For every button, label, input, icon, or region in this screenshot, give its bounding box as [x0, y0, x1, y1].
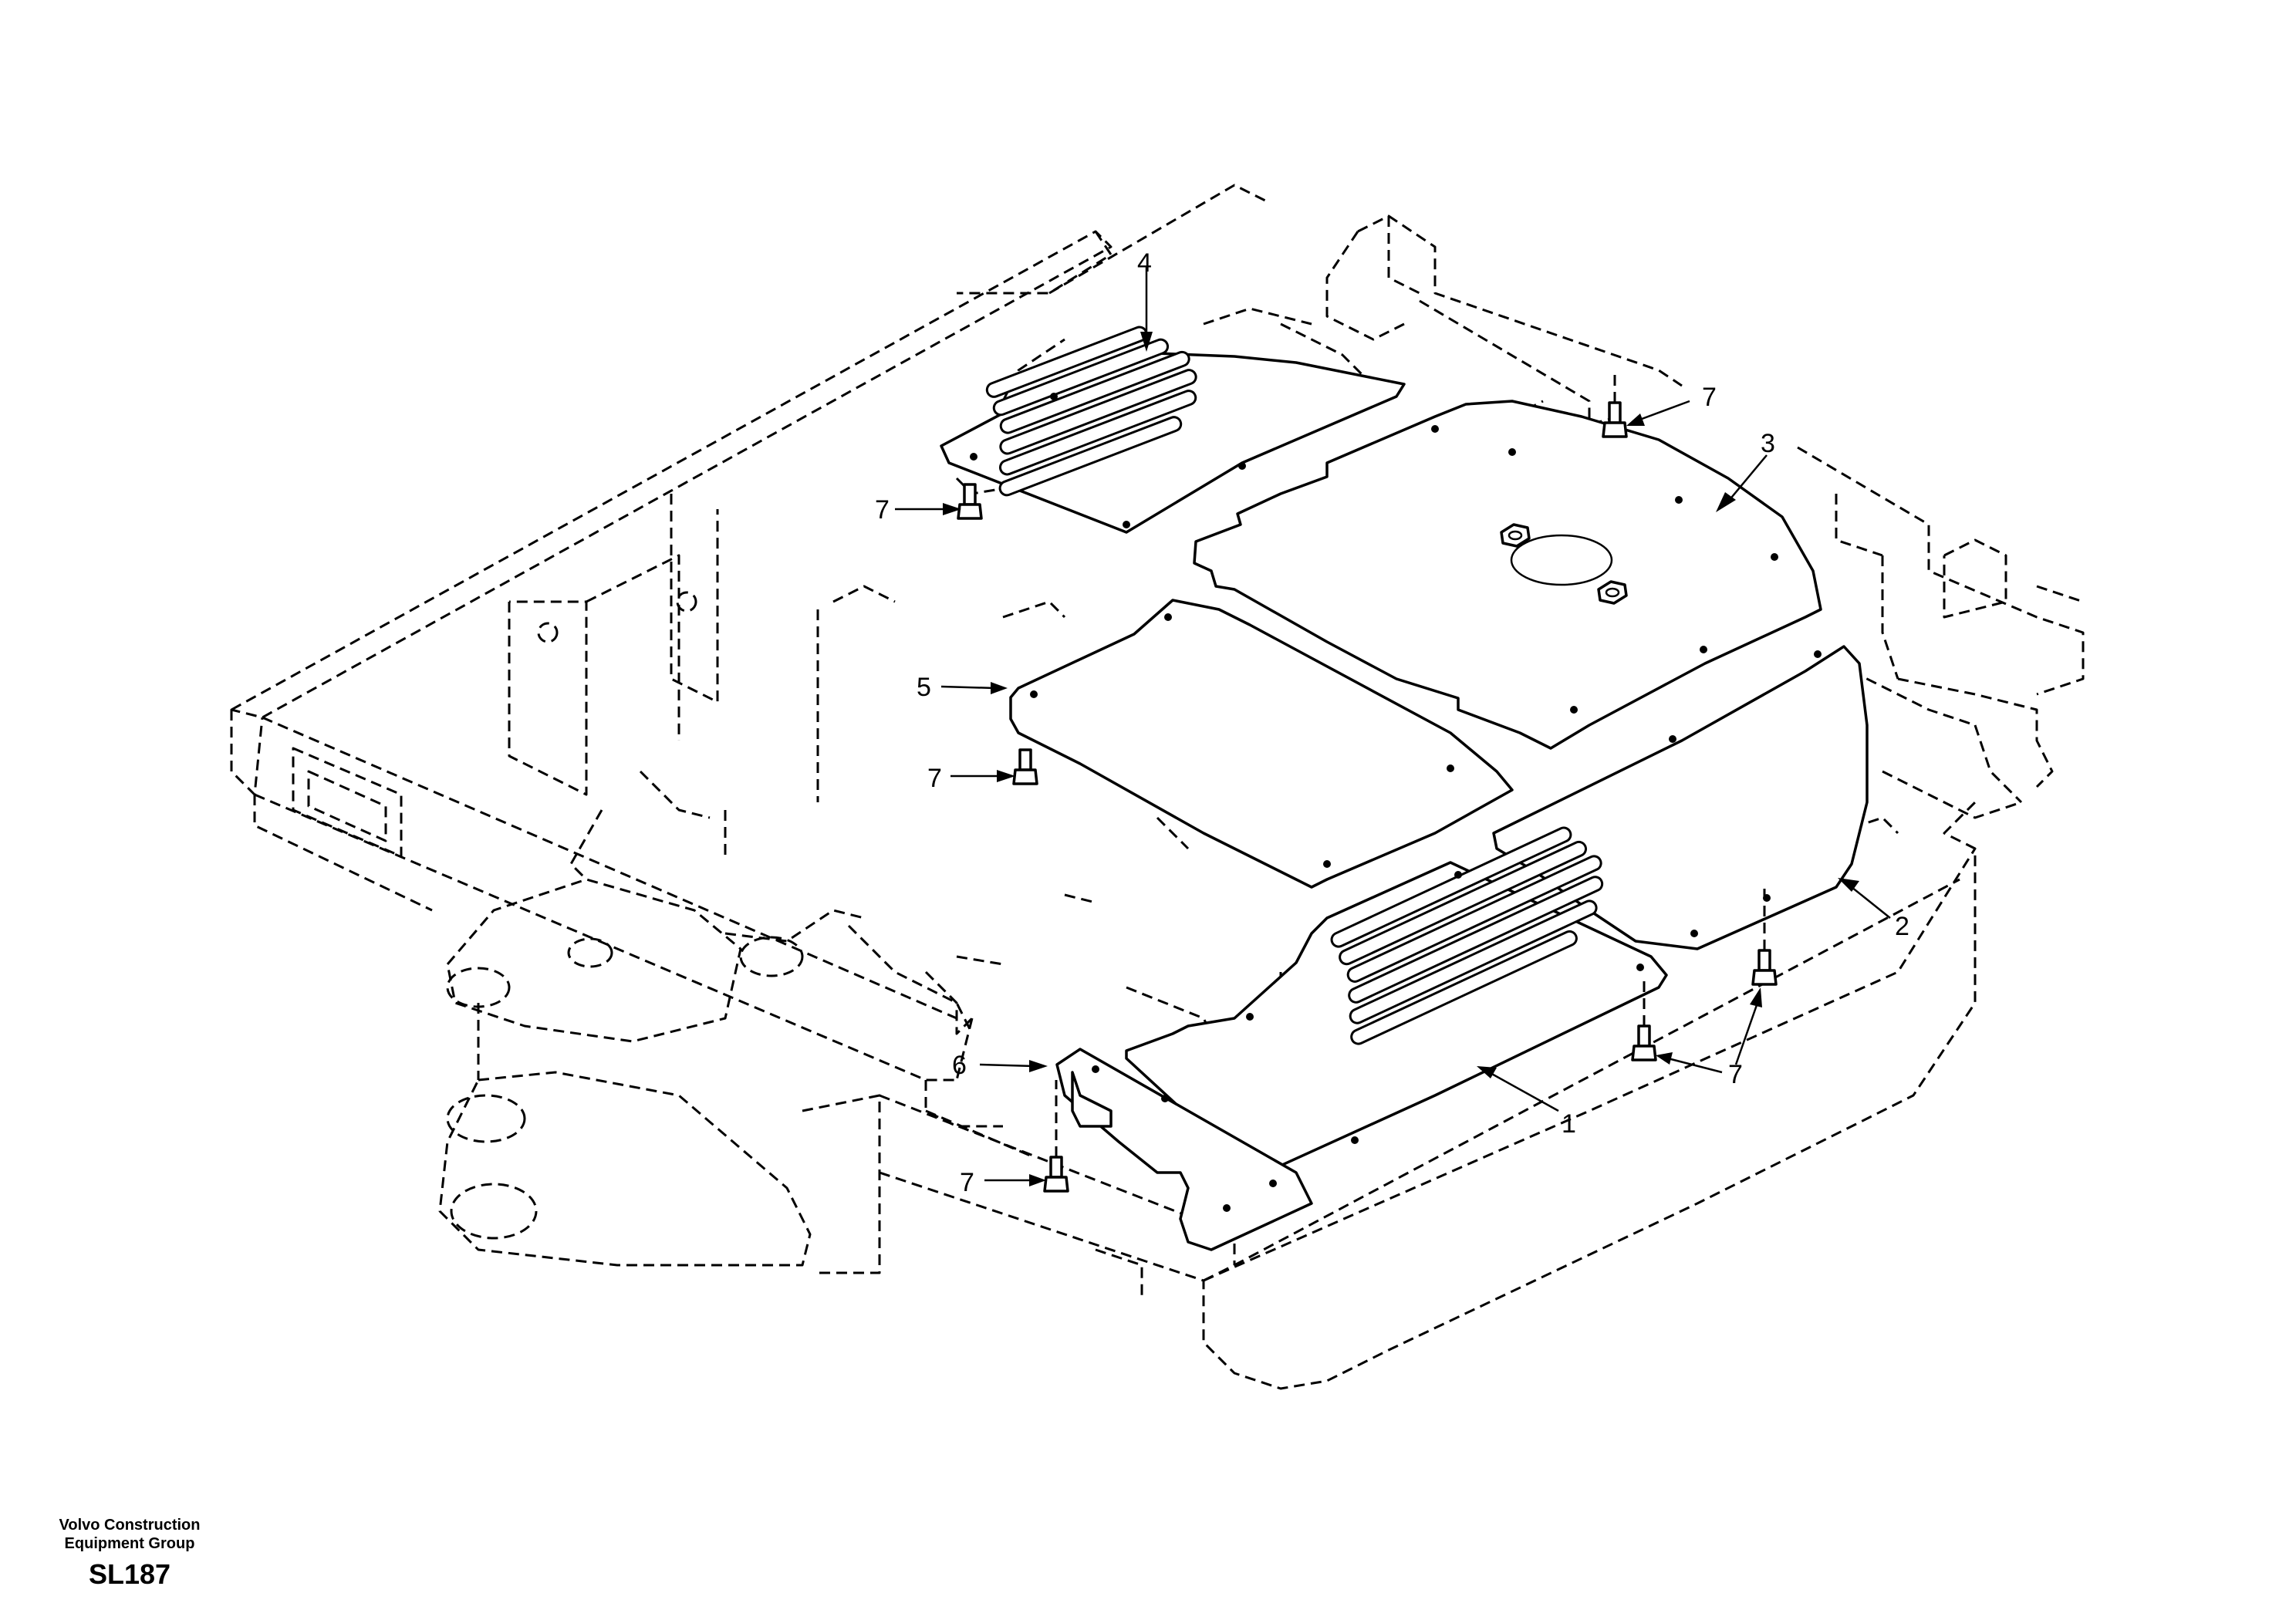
- callout-3: 3: [1761, 429, 1775, 458]
- drawing-code: SL187: [88, 1558, 171, 1590]
- bolt-3: [1012, 748, 1038, 785]
- bolt-2: [1602, 401, 1628, 438]
- callout-7: 7: [960, 1168, 974, 1197]
- bolt-1: [957, 483, 983, 520]
- bolt-5: [1631, 1024, 1657, 1061]
- part-4-grille-cover: [940, 326, 1406, 534]
- callout-6: 6: [952, 1051, 967, 1080]
- callout-1: 1: [1562, 1109, 1576, 1139]
- callout-7: 7: [1728, 1060, 1743, 1089]
- part-3-upper-plate: [1193, 400, 1822, 750]
- bolt-6: [1043, 1156, 1069, 1193]
- chassis-outline: [230, 184, 2085, 1390]
- part-5-center-plate: [1009, 599, 1514, 889]
- bolt-4: [1751, 949, 1778, 986]
- part-6-bracket: [1055, 1048, 1313, 1251]
- callout-7: 7: [927, 764, 942, 793]
- company-name-line-1: Volvo Construction: [59, 1517, 201, 1534]
- callout-2: 2: [1895, 912, 1909, 941]
- leader-lines: [895, 267, 1891, 1186]
- part-1-front-grille: [1125, 826, 1668, 1174]
- callout-7: 7: [1702, 383, 1717, 412]
- company-name-line-2: Equipment Group: [64, 1535, 195, 1552]
- callout-5: 5: [917, 673, 931, 702]
- callout-4: 4: [1137, 248, 1152, 278]
- callout-7: 7: [875, 495, 890, 525]
